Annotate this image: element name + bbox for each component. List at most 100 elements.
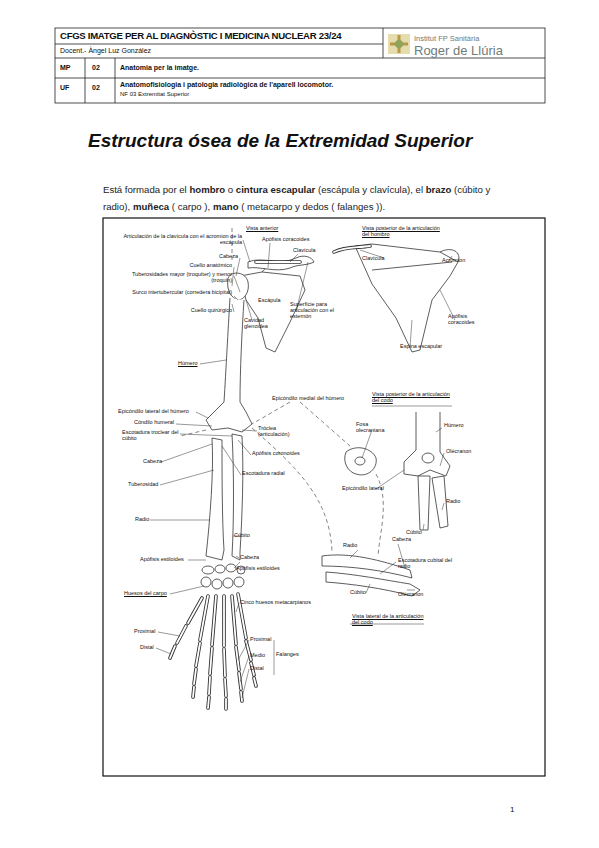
- anatomy-label: Apófisis estiloides: [236, 566, 280, 572]
- anatomy-label: Cavidad glenoidea: [244, 318, 274, 330]
- leader-line: [268, 243, 270, 268]
- leader-line: [290, 254, 298, 262]
- leader-line: [236, 603, 239, 612]
- leader-line: [243, 240, 250, 262]
- header-text: MP: [60, 64, 71, 72]
- anatomy-label: Acromion: [442, 258, 465, 264]
- anatomy-label: Radio: [446, 499, 460, 505]
- anatomy-label: Húmero: [444, 423, 464, 429]
- paragraph-text: cintura escapular: [236, 184, 315, 195]
- anatomy-label: Escotadura troclear del cúbito: [122, 430, 192, 442]
- leader-line: [160, 470, 214, 485]
- leader-line: [161, 444, 212, 462]
- dashed-connector: [180, 228, 383, 556]
- anatomy-label: Espina escapular: [400, 344, 442, 350]
- header-text: Roger de Llúria: [414, 44, 503, 58]
- bone-outline: [404, 412, 450, 476]
- header-text: Docent.- Àngel Luz González: [60, 47, 151, 55]
- bone-outline: [422, 453, 434, 463]
- bone-outline: [202, 566, 214, 574]
- leader-line: [234, 296, 238, 300]
- leader-line: [238, 640, 249, 660]
- school-logo: [395, 40, 403, 48]
- anatomy-label: Medio: [250, 653, 265, 659]
- bone-outline: [206, 438, 224, 560]
- leader-line: [410, 320, 412, 347]
- leader-line: [180, 434, 232, 436]
- anatomy-label: Vista posterior de la articulación del h…: [362, 226, 447, 238]
- anatomy-label: Apófisis coracoides: [448, 314, 482, 326]
- anatomy-label: Proximal: [250, 637, 271, 643]
- paragraph-text: hombro: [189, 184, 225, 195]
- bone-outline: [212, 579, 222, 589]
- school-logo: [390, 35, 408, 53]
- anatomy-label: Escápula: [258, 298, 281, 304]
- dashed-connector: [252, 428, 332, 552]
- anatomy-label: Cabeza: [143, 459, 162, 465]
- bone-outline: [432, 476, 448, 528]
- anatomy-label: Apófisis coronoides: [252, 451, 300, 457]
- anatomy-label: Olécranon: [446, 449, 471, 455]
- paragraph-text: ( carpo ),: [172, 201, 210, 212]
- anatomy-label: Surco intertubercular (corredera bicipit…: [132, 290, 232, 296]
- header-table: [383, 28, 384, 58]
- leader-line: [423, 524, 424, 530]
- paragraph-text: Está formada por el: [103, 184, 187, 195]
- anatomy-label: Apófisis coracoides: [262, 237, 309, 243]
- header-table: [55, 44, 383, 45]
- header-table: [55, 28, 545, 103]
- anatomy-label: Vista posterior de la articulación del c…: [372, 392, 452, 404]
- anatomy-label: Vista lateral de la articulación del cod…: [352, 614, 424, 626]
- leader-line: [236, 556, 239, 558]
- dashed-connector: [252, 402, 290, 424]
- anatomy-label: Cabeza: [219, 254, 238, 260]
- anatomy-label: Húmero: [178, 361, 198, 367]
- bone-outline: [201, 577, 211, 587]
- header-text: 02: [92, 84, 100, 92]
- leader-line: [170, 586, 204, 594]
- header-table: [55, 28, 545, 103]
- anatomy-label: Huesos del carpo: [124, 591, 167, 597]
- leader-line: [234, 276, 240, 292]
- leader-line: [372, 406, 452, 407]
- header-text: UF: [60, 84, 69, 92]
- paragraph-text: muñeca: [133, 201, 169, 212]
- bone-outline: [232, 434, 243, 560]
- bone-outline: [215, 565, 225, 573]
- header-text: Anatomia per la imatge.: [120, 64, 199, 72]
- bone-outline: [372, 262, 452, 270]
- dashed-connector: [300, 402, 350, 446]
- leader-line: [366, 584, 370, 593]
- school-logo: [388, 34, 410, 54]
- anatomy-label: Vista anterior: [246, 226, 278, 232]
- anatomy-label: Cuello quirúrgico: [191, 308, 232, 314]
- leader-line: [150, 520, 210, 521]
- anatomy-label: Cóndilo humeral: [134, 420, 174, 426]
- anatomy-label: Cinco huesos metacarpianos: [240, 600, 311, 606]
- figure-frame: [103, 218, 545, 776]
- anatomy-label: Cabeza: [392, 537, 411, 543]
- bone-outline: [234, 577, 244, 587]
- bone-outline: [345, 448, 377, 475]
- anatomy-label: Epicóndilo medial del húmero: [272, 396, 344, 402]
- illustration: [170, 246, 370, 709]
- leader-line: [362, 430, 372, 458]
- anatomy-label: Clavícula: [362, 256, 385, 262]
- leader-line: [222, 446, 241, 475]
- anatomy-label: Distal: [250, 666, 264, 672]
- paragraph-text: (escápula y clavícula), el: [318, 184, 423, 195]
- leader-line: [380, 562, 396, 574]
- leader-line: [407, 590, 415, 591]
- leader-line: [150, 240, 455, 698]
- bone-outline: [355, 457, 365, 465]
- paragraph-text: o: [228, 184, 233, 195]
- leader-line: [240, 656, 249, 682]
- anatomy-label: Tuberosidad: [128, 482, 158, 488]
- anatomy-label: Distal: [140, 645, 154, 651]
- header-table: [85, 58, 86, 103]
- paragraph-text: ( metacarpo y dedos ( falanges )).: [241, 201, 385, 212]
- page-number: 1: [510, 806, 514, 815]
- header-text: Institut FP Sanitària: [414, 35, 479, 43]
